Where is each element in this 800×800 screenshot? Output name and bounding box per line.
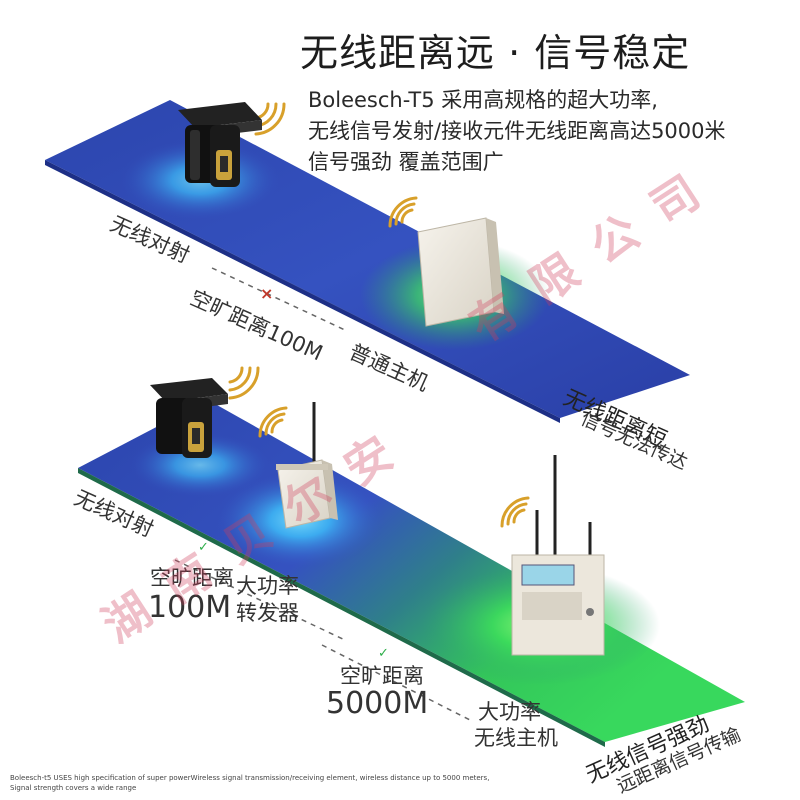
bottom-host-label-line-2: 无线主机 xyxy=(474,726,558,750)
bottom-distance-2-label: 空旷距离 xyxy=(340,664,424,688)
wifi-icon-top-host xyxy=(388,196,418,228)
wifi-icon-bottom-beam xyxy=(228,366,260,400)
floor-strip-top-edge xyxy=(45,160,560,423)
footer-line-1: Boleesch-t5 USES high specification of s… xyxy=(10,774,490,782)
bottom-distance-1-label: 空旷距离 xyxy=(150,566,234,590)
wifi-icon-relay xyxy=(258,406,288,438)
bottom-host-label-line-1: 大功率 xyxy=(478,700,541,724)
wifi-icon-bottom-host xyxy=(500,496,530,528)
intro-line-3: 信号强劲 覆盖范围广 xyxy=(308,150,504,174)
footer-line-2: Signal strength covers a wide range xyxy=(10,784,137,792)
distance-line-top xyxy=(211,267,346,331)
distance-line-bottom-1 xyxy=(174,559,346,641)
fail-mark: × xyxy=(260,284,274,303)
relay-label-line-1: 大功率 xyxy=(236,574,299,598)
bottom-distance-2-value: 5000M xyxy=(326,686,429,721)
floor-strip-bottom-edge xyxy=(78,468,605,747)
headline: 无线距离远 · 信号稳定 xyxy=(300,31,691,75)
relay-label-line-2: 转发器 xyxy=(236,601,299,625)
infrared-beam-detector-bottom xyxy=(150,378,228,458)
ok-mark-1: ✓ xyxy=(198,540,209,555)
intro-line-2: 无线信号发射/接收元件无线距离高达5000米 xyxy=(308,119,726,143)
high-power-wireless-host-device xyxy=(511,455,605,656)
infrared-beam-detector-top xyxy=(178,102,262,187)
ordinary-host-device xyxy=(417,217,504,327)
high-power-relay-device xyxy=(276,402,338,529)
ok-mark-2: ✓ xyxy=(378,646,389,661)
distance-line-bottom-2 xyxy=(321,644,471,721)
intro-line-1: Boleesch-T5 采用高规格的超大功率, xyxy=(308,88,658,112)
bottom-distance-1-value: 100M xyxy=(148,590,232,625)
